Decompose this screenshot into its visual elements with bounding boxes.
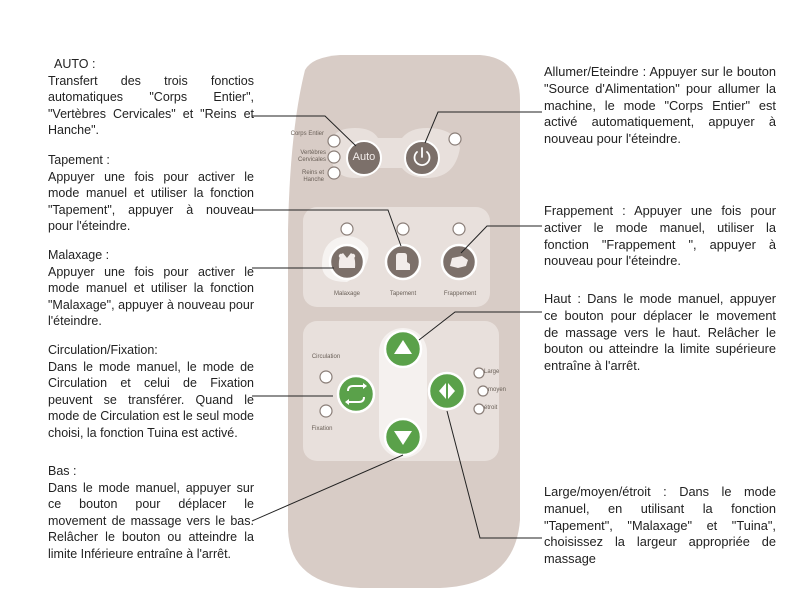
label-moyen: moyen: [488, 387, 507, 393]
circulation-description: Circulation/Fixation: Dans le mode manue…: [48, 342, 254, 441]
tapement-description: Tapement : Appuyer une fois pour activer…: [48, 152, 254, 235]
down-button[interactable]: [383, 417, 423, 457]
power-icon: [413, 147, 431, 166]
tapement-title: Tapement :: [48, 153, 110, 167]
largeur-body: Large/moyen/étroit : Dans le mode manuel…: [544, 484, 776, 567]
auto-body: Transfert des trois fonctios automatique…: [48, 73, 254, 138]
led-etroit: [473, 403, 485, 415]
frappement-description: Frappement : Appuyer une fois pour activ…: [544, 203, 776, 270]
label-etroit: étroit: [484, 405, 498, 411]
up-arrow-icon: [394, 340, 412, 354]
label-vertebres: Vertèbres Cervicales: [297, 150, 326, 163]
malaxage-description: Malaxage : Appuyer une fois pour activer…: [48, 247, 254, 330]
led-vertebres: [327, 150, 341, 164]
control-panel: [303, 321, 499, 461]
malaxage-button[interactable]: [328, 243, 366, 281]
led-corps-entier: [327, 134, 341, 148]
circulation-title: Circulation/Fixation:: [48, 343, 158, 357]
label-frappement: Frappement: [443, 291, 477, 297]
led-fixation: [319, 404, 333, 418]
label-tapement: Tapement: [389, 291, 417, 297]
power-button[interactable]: [404, 140, 440, 176]
cycle-icon: [345, 383, 367, 405]
bas-description: Bas : Dans le mode manuel, appuyer sur c…: [48, 463, 254, 562]
frappement-body: Frappement : Appuyer une fois pour activ…: [544, 203, 776, 269]
label-malaxage: Malaxage: [333, 291, 360, 297]
width-arrows-icon: [439, 383, 455, 399]
label-fixation: Fixation: [311, 426, 333, 432]
led-moyen: [477, 385, 489, 397]
auto-title: AUTO :: [54, 57, 96, 71]
frappement-icon: [450, 256, 468, 268]
led-power: [448, 132, 462, 146]
led-frappement: [452, 222, 466, 236]
down-arrow-icon: [394, 431, 412, 445]
label-circulation: Circulation: [311, 354, 341, 360]
tapement-body: Appuyer une fois pour activer le mode ma…: [48, 169, 254, 234]
line-allumer: [424, 111, 542, 144]
bas-body: Dans le mode manuel, appuyer sur ce bout…: [48, 480, 254, 561]
label-corps-entier: Corps Entier: [290, 131, 324, 137]
label-reins: Reins et Hanche: [301, 170, 324, 183]
largeur-description: Large/moyen/étroit : Dans le mode manuel…: [544, 484, 776, 568]
circulation-body: Dans le mode manuel, le mode de Circulat…: [48, 359, 254, 440]
auto-button-label: Auto: [352, 151, 376, 163]
led-circulation: [319, 370, 333, 384]
line-frappement: [460, 225, 542, 254]
tapement-icon: [396, 253, 410, 270]
allumer-description: Allumer/Eteindre : Appuyer sur le bouton…: [544, 64, 776, 148]
allumer-body: Allumer/Eteindre : Appuyer sur le bouton…: [544, 64, 776, 147]
led-tapement: [396, 222, 410, 236]
tapement-button[interactable]: [384, 243, 422, 281]
width-button[interactable]: [427, 371, 467, 411]
malaxage-body: Appuyer une fois pour activer le mode ma…: [48, 264, 254, 329]
frappement-button[interactable]: [440, 243, 478, 281]
line-tapement: [252, 209, 402, 247]
line-bas: [251, 454, 404, 522]
circulation-button[interactable]: [336, 374, 376, 414]
auto-description: AUTO : Transfert des trois fonctios auto…: [48, 56, 254, 139]
haut-body: Haut : Dans le mode manuel, appuyer ce b…: [544, 291, 776, 374]
malaxage-title: Malaxage :: [48, 248, 110, 262]
label-large: Large: [484, 369, 500, 375]
led-reins: [327, 166, 341, 180]
line-largeur: [446, 410, 542, 539]
led-malaxage: [340, 222, 354, 236]
haut-description: Haut : Dans le mode manuel, appuyer ce b…: [544, 291, 776, 375]
up-button[interactable]: [383, 329, 423, 369]
bas-title: Bas :: [48, 464, 77, 478]
line-haut: [418, 311, 542, 341]
malaxage-icon: [338, 253, 356, 268]
led-large: [473, 367, 485, 379]
